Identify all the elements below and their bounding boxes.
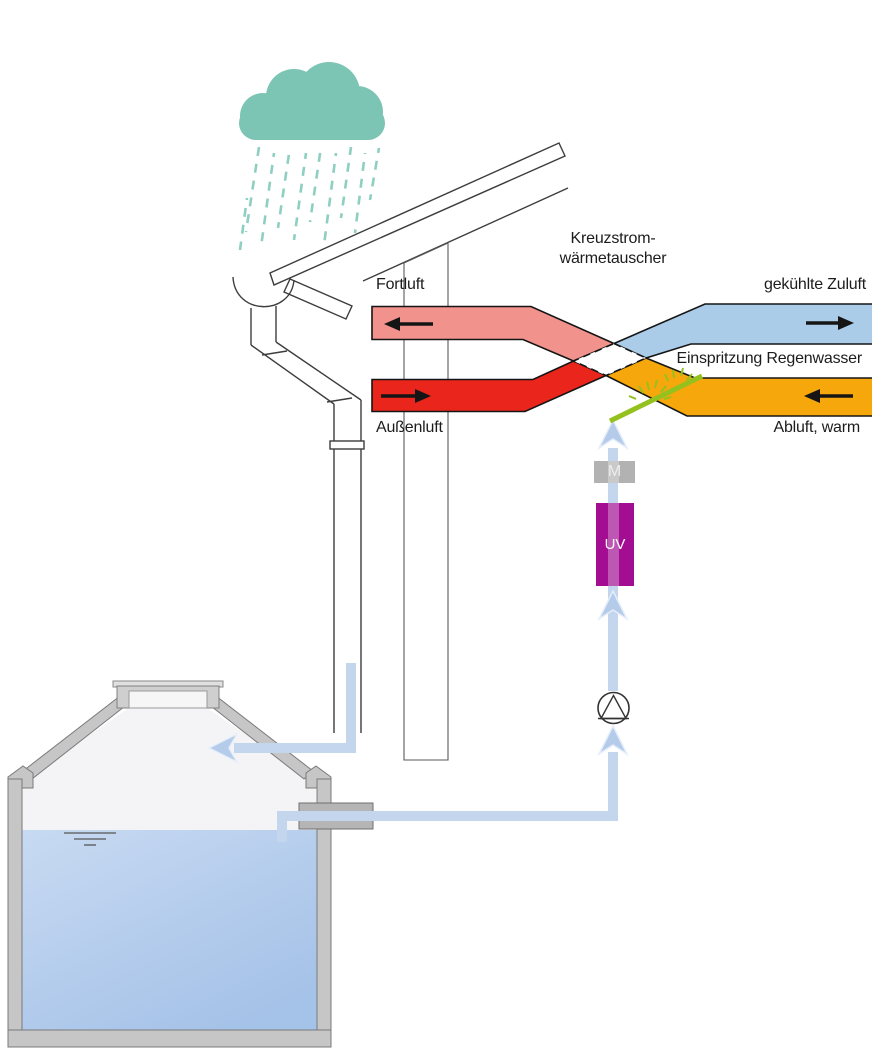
wall-sleeve-top [298, 802, 374, 813]
uv-unit-label: UV [604, 536, 626, 553]
rainwater-injection-line [608, 373, 704, 424]
pipe-through-uv [608, 503, 619, 586]
heat-exchanger-label: Kreuzstrom- wärmetauscher [559, 230, 667, 267]
wall-sleeve-bottom [298, 819, 374, 830]
zuluft-arrow-icon [806, 316, 854, 330]
fortluft-arrow-icon [384, 317, 433, 331]
manhole-inner [128, 690, 208, 709]
abluft-arrow-icon [804, 389, 853, 403]
gutter-icon [232, 276, 295, 308]
roof [269, 142, 569, 320]
inlet-pipe [234, 663, 356, 753]
aussenluft-arrow-icon [381, 389, 431, 403]
abluft-warm-label: Abluft, warm [773, 419, 860, 436]
flow-arrow-to-injection [597, 418, 629, 451]
fortluft-label: Fortluft [376, 276, 425, 293]
suction-pipe [277, 752, 618, 842]
spray-particles [628, 367, 693, 400]
rafter-line [362, 187, 569, 282]
flow-arrow-to-pump [597, 724, 629, 757]
house-wall [403, 242, 449, 761]
rain-icon [238, 146, 381, 251]
gutter-downspout [232, 276, 365, 733]
motor-valve-box [594, 461, 635, 483]
cistern-wall-left [7, 778, 23, 1033]
pipe-joint [326, 397, 353, 403]
cistern-floor [7, 1029, 332, 1048]
cistern [7, 680, 374, 1048]
heat-exchange-zone [571, 342, 648, 377]
motor-valve-label: M [607, 462, 622, 480]
air-flow-arrows [381, 316, 854, 403]
einspritzung-regenwasser-label: Einspritzung Regenwasser [676, 350, 862, 367]
roof-deck [269, 142, 566, 286]
uv-disinfection-box [596, 503, 634, 586]
flow-arrow-to-uv [597, 589, 629, 622]
pipe-collar [329, 440, 365, 450]
rain-cloud-icon [239, 62, 385, 140]
water-level-icon [64, 832, 116, 846]
cloud-base [239, 106, 385, 140]
gekuehlte-zuluft-label: gekühlte Zuluft [764, 276, 866, 293]
eave-board [283, 278, 353, 320]
pipe-joint [261, 350, 288, 356]
cistern-water [22, 830, 317, 1030]
aussenluft-label: Außenluft [376, 419, 443, 436]
flow-arrow-into-cistern [207, 732, 239, 764]
pipe-through-motor [608, 461, 619, 483]
pump-icon [597, 691, 630, 725]
